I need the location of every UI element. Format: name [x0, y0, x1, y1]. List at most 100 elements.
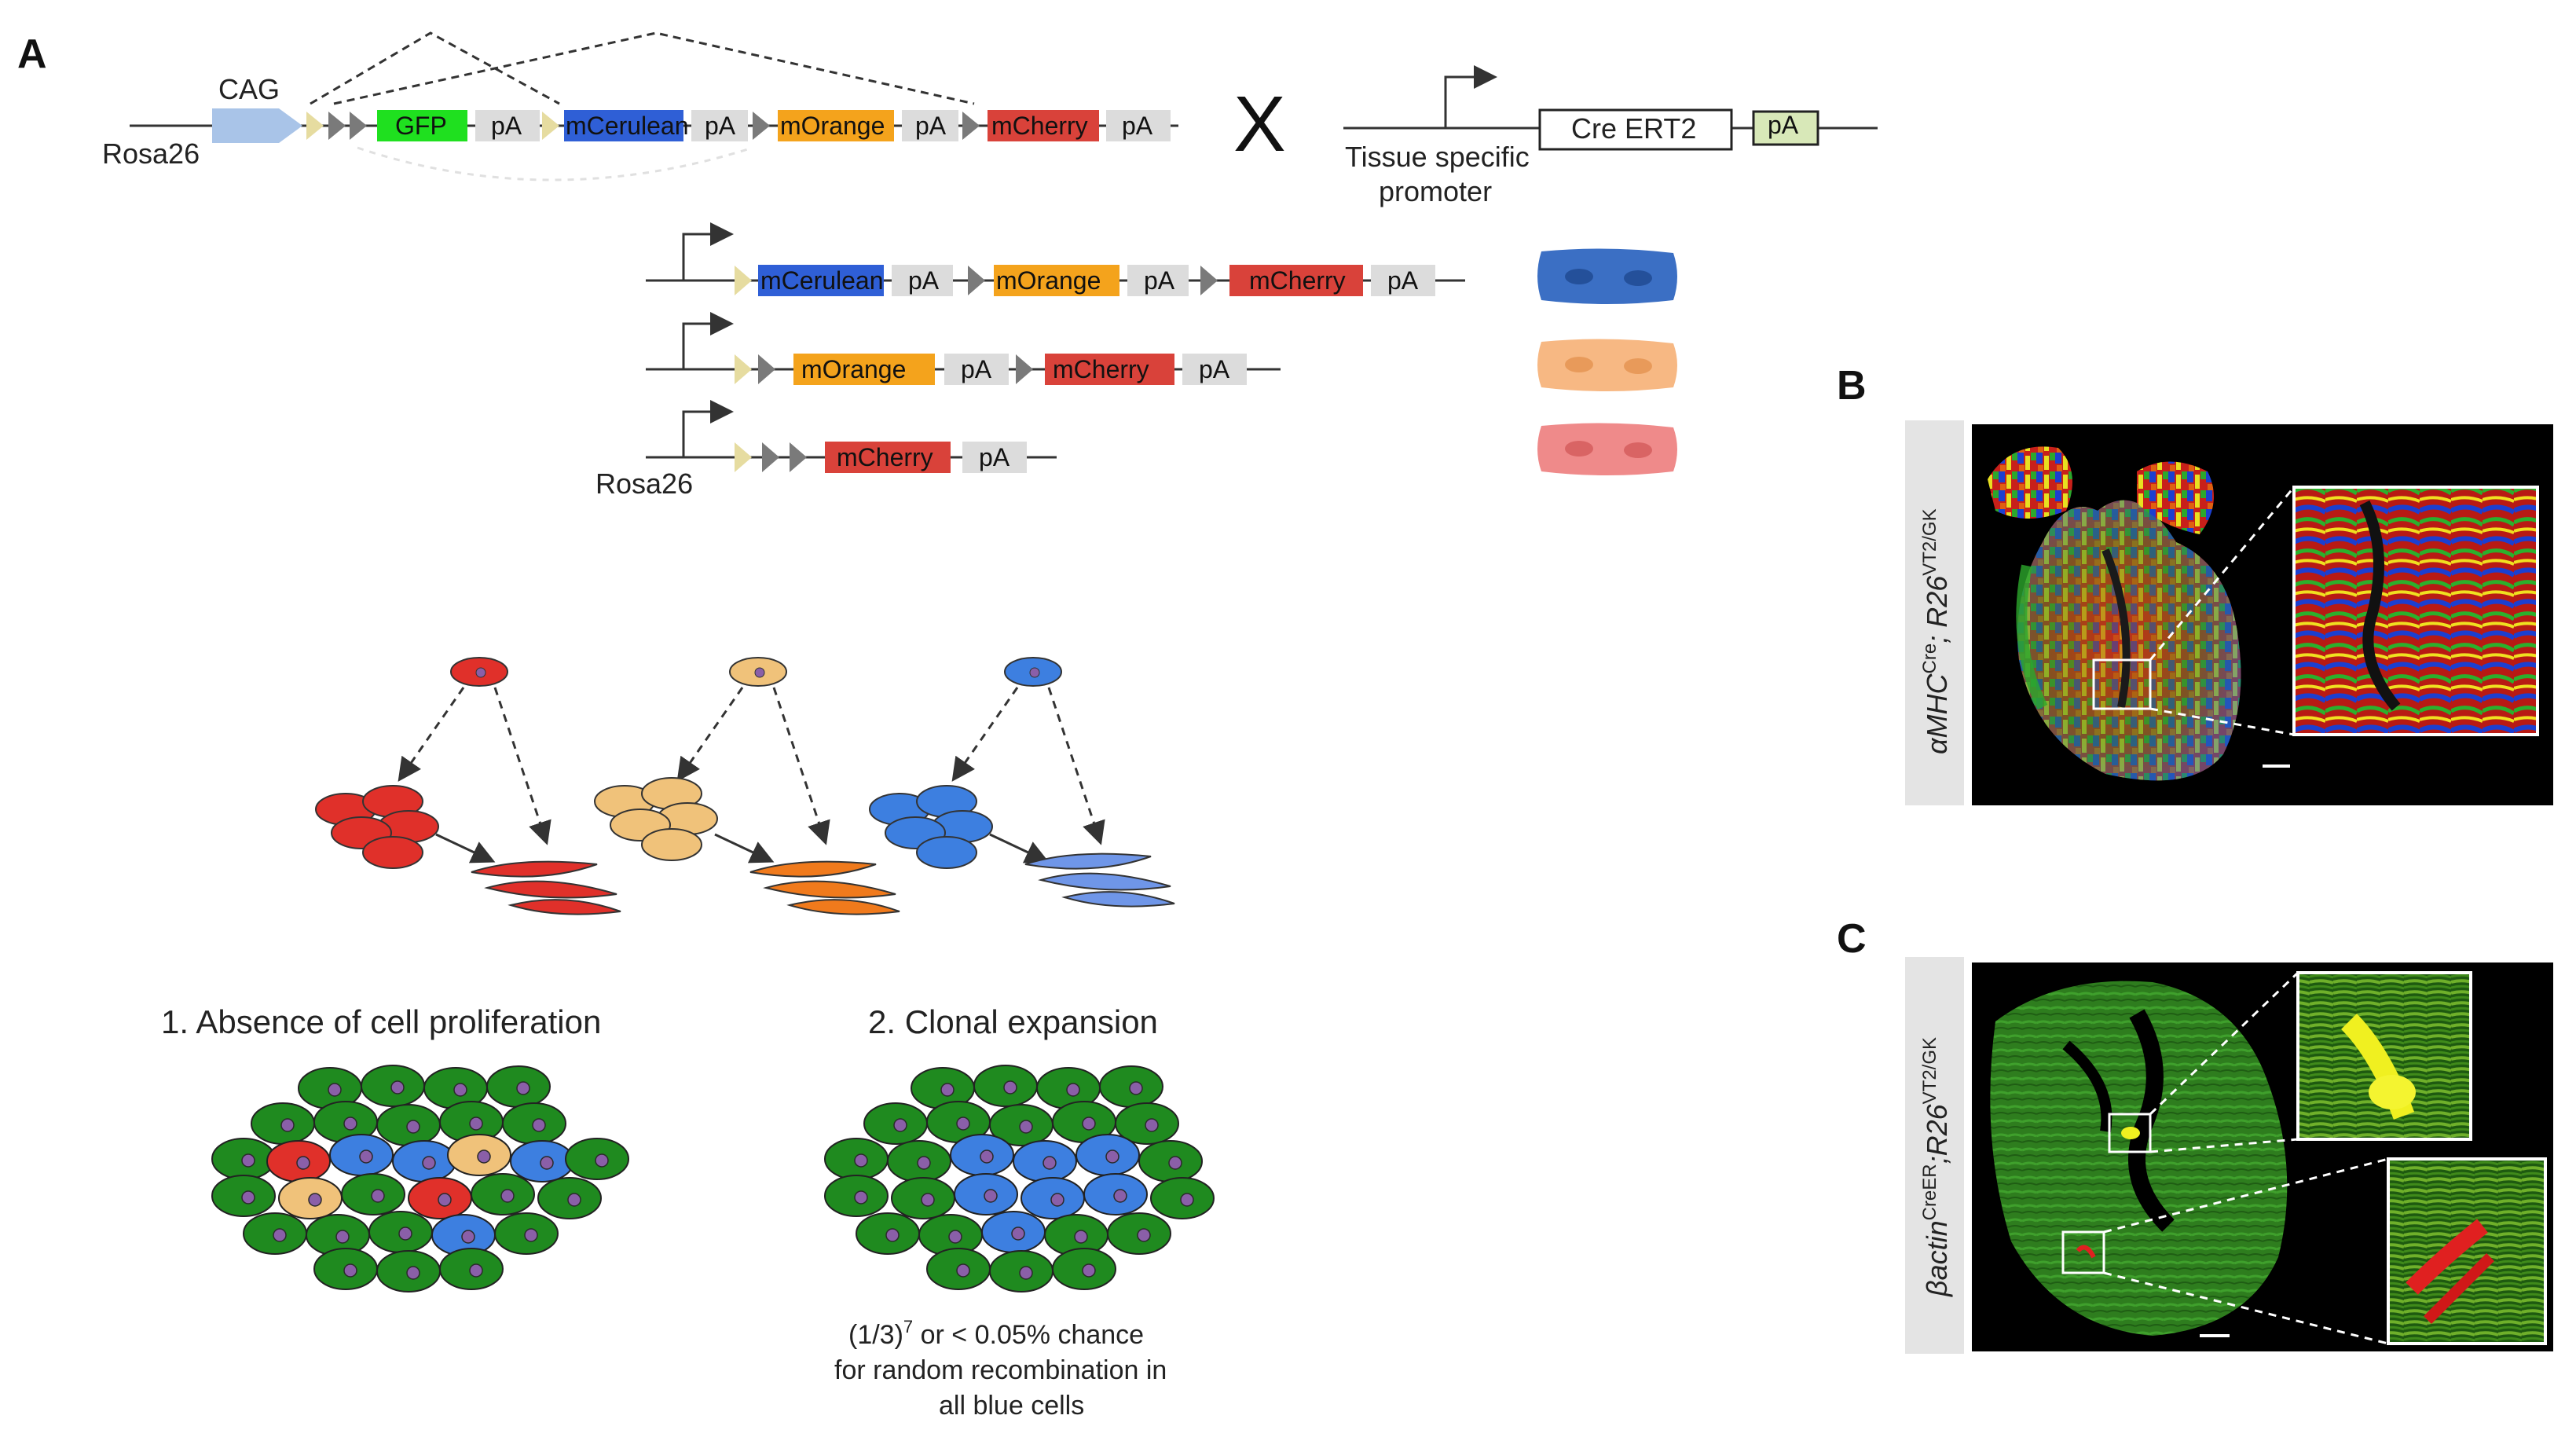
morange-label: mOrange	[996, 266, 1101, 295]
blue-lineage-diagram	[869, 657, 1175, 908]
recombined-cerulean-allele: mCerulean pA mOrange pA mCherry pA	[646, 222, 1465, 296]
cag-promoter-arrow	[212, 108, 302, 143]
orange-lineage-diagram	[594, 657, 900, 915]
note-line-2: for random recombination in	[834, 1355, 1167, 1385]
rosa26-label-top: Rosa26	[102, 138, 200, 170]
panel-label-c: C	[1837, 916, 1867, 962]
svg-text:(1/3)7 or < 0.05% chance: (1/3)7 or < 0.05% chance	[848, 1317, 1144, 1350]
pa-label: pA	[705, 112, 736, 140]
pa-label: pA	[979, 443, 1010, 471]
orange-cardiomyocyte-icon	[1537, 339, 1677, 391]
tss-arrow-icon	[1444, 65, 1497, 128]
mcerulean-label: mCerulean	[760, 266, 884, 295]
lox-site	[762, 442, 779, 472]
outcome-2-label: 2. Clonal expansion	[868, 1003, 1158, 1040]
morange-box	[994, 265, 1119, 296]
lox-site	[758, 354, 775, 384]
morange-label: mOrange	[780, 112, 885, 140]
pa-box	[962, 442, 1027, 473]
outcome-1-label: 1. Absence of cell proliferation	[161, 1003, 601, 1040]
no-proliferation-cell-cluster	[211, 1065, 629, 1292]
loxp-site	[735, 442, 752, 472]
lox-site	[753, 112, 770, 140]
morange-box	[778, 110, 894, 141]
cre-ert2-box	[1538, 108, 1733, 151]
pa-label: pA	[491, 112, 522, 140]
pa-box	[1127, 265, 1189, 296]
morange-box	[793, 354, 935, 385]
tss-arrow-icon	[682, 222, 734, 280]
pa-label: pA	[1122, 112, 1153, 140]
panel-b-genotype-label: αMHCCre; R26VT2/GK	[1919, 508, 1953, 754]
pa-box	[475, 110, 540, 141]
pa-label: pA	[961, 355, 992, 383]
pa-box	[944, 354, 1009, 385]
panel-label-b: B	[1837, 363, 1867, 409]
panel-b-genotype-bar	[1905, 420, 1964, 805]
morange-label: mOrange	[801, 355, 906, 383]
lox-site	[328, 112, 346, 140]
mcherry-box	[825, 442, 951, 473]
lox-site	[1016, 354, 1033, 384]
mcherry-box	[1229, 265, 1363, 296]
red-lineage-diagram	[315, 657, 621, 915]
mcherry-label: mCherry	[1249, 266, 1346, 295]
pa-box	[1106, 110, 1171, 141]
clonal-expansion-cell-cluster	[824, 1065, 1215, 1292]
probability-note: (1/3)7 or < 0.05% chance for random reco…	[834, 1317, 1167, 1421]
pa-box	[1752, 110, 1819, 146]
cre-ert2-label: Cre ERT2	[1571, 112, 1696, 145]
brainbow-construct: CAG Rosa26 GFP pA mCerulean pA mOrange p…	[102, 31, 1178, 182]
pa-label: pA	[1144, 266, 1175, 295]
pa-box	[691, 110, 748, 141]
panel-c-micrograph	[1972, 962, 2553, 1351]
pa-box	[1371, 265, 1435, 296]
lox-site	[350, 112, 367, 140]
panel-label-a: A	[17, 31, 47, 77]
mcherry-label: mCherry	[991, 112, 1088, 140]
cre-construct: Cre ERT2 pA Tissue specific promoter	[1343, 65, 1878, 207]
pa-label: pA	[1387, 266, 1419, 295]
mcherry-box	[1045, 354, 1174, 385]
note-rest: or < 0.05% chance	[913, 1320, 1144, 1350]
promoter-label-line2: promoter	[1379, 175, 1492, 207]
pa-label: pA	[908, 266, 940, 295]
cross-symbol: X	[1233, 80, 1286, 168]
pa-box	[892, 265, 953, 296]
mcherry-label: mCherry	[837, 443, 933, 471]
tss-arrow-icon	[682, 312, 734, 369]
note-exponent: 7	[903, 1317, 913, 1336]
loxp-site	[735, 354, 752, 384]
note-line-3: all blue cells	[939, 1391, 1084, 1421]
loxp-site	[735, 266, 752, 295]
recombined-orange-allele: mOrange pA mCherry pA	[646, 312, 1281, 385]
loxp-site	[306, 112, 324, 140]
mcherry-box	[988, 110, 1099, 141]
pa-label: pA	[1768, 111, 1799, 139]
lox-site	[968, 266, 985, 295]
mcherry-label: mCherry	[1053, 355, 1149, 383]
panel-b-micrograph	[1972, 424, 2553, 805]
gfp-box	[377, 110, 467, 141]
pa-label: pA	[1199, 355, 1230, 383]
pa-label: pA	[915, 112, 947, 140]
panel-c-genotype-label: βactinCreER;R26VT2/GK	[1919, 1037, 1953, 1297]
pa-box	[902, 110, 958, 141]
mcerulean-box	[758, 265, 884, 296]
red-cardiomyocyte-icon	[1537, 423, 1677, 475]
recombined-cherry-allele: mCherry pA Rosa26	[595, 400, 1057, 500]
lox-site	[962, 112, 980, 140]
loxp-site	[542, 112, 559, 140]
gfp-label: GFP	[395, 112, 447, 140]
lox-site	[790, 442, 807, 472]
mcerulean-box	[564, 110, 683, 141]
blue-cardiomyocyte-icon	[1537, 248, 1677, 304]
cag-label: CAG	[218, 73, 280, 105]
note-base: (1/3)	[848, 1320, 903, 1350]
panel-c-genotype-bar	[1905, 957, 1964, 1354]
tss-arrow-icon	[682, 400, 734, 457]
lox-site	[1200, 266, 1218, 295]
pa-box	[1182, 354, 1247, 385]
rosa26-label-bottom: Rosa26	[595, 468, 693, 500]
